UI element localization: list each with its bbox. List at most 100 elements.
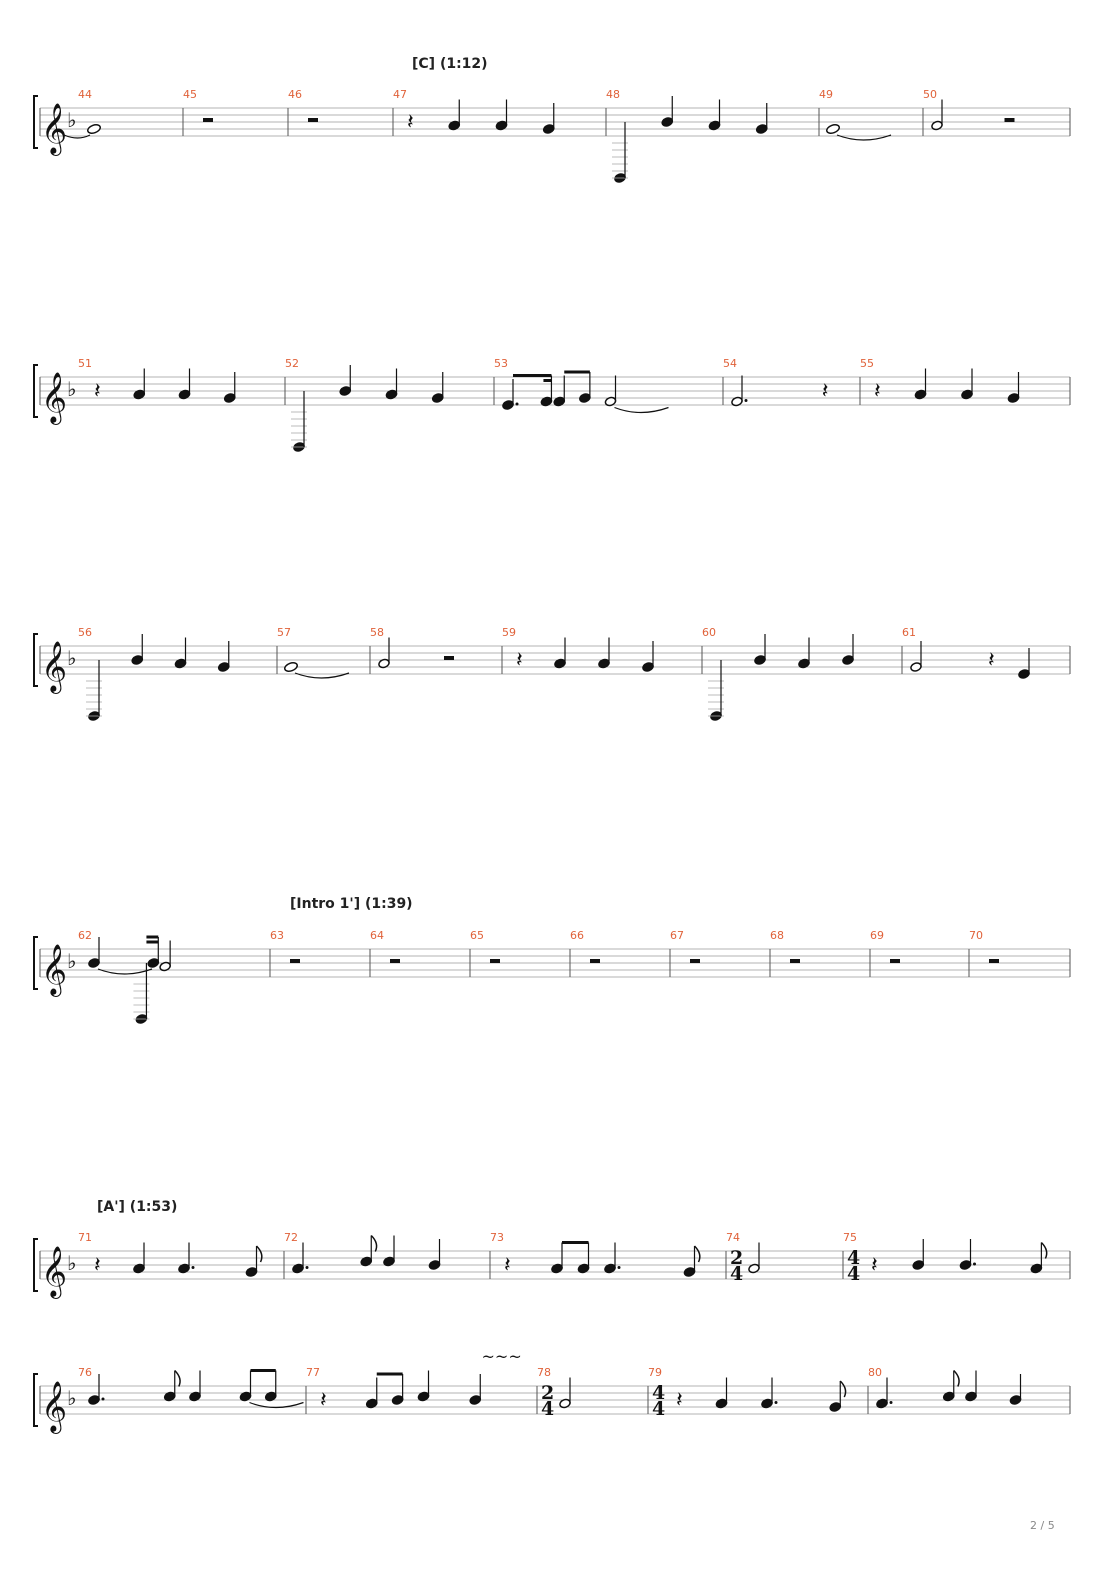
half-rest <box>790 959 800 963</box>
note-flag <box>693 1245 701 1263</box>
half-rest <box>1004 118 1015 122</box>
measure: 51𝄽 <box>78 357 236 404</box>
measure-number: 68 <box>770 929 784 942</box>
measure: 53 <box>494 357 669 414</box>
measure: 58 <box>370 626 454 669</box>
measure-number: 57 <box>277 626 291 639</box>
measure-number: 59 <box>502 626 516 639</box>
treble-clef-icon: 𝄞 <box>41 944 67 997</box>
notehead <box>88 1395 100 1405</box>
measure-number: 56 <box>78 626 92 639</box>
treble-clef-icon: 𝄞 <box>41 641 67 694</box>
augmentation-dot <box>774 1401 778 1404</box>
key-signature-flat-icon: ♭ <box>67 949 76 973</box>
measure: 44 <box>63 88 101 139</box>
measure-number: 53 <box>494 357 508 370</box>
notehead <box>579 393 591 403</box>
note-flag <box>370 1234 378 1252</box>
notehead <box>826 124 840 134</box>
measure-number: 60 <box>702 626 716 639</box>
note-flag <box>1040 1241 1048 1259</box>
measure-number: 70 <box>969 929 983 942</box>
measure: 72 <box>284 1231 441 1274</box>
notehead <box>88 958 100 968</box>
measure: 65 <box>470 929 500 963</box>
half-rest <box>590 959 600 963</box>
quarter-rest: 𝄽 <box>407 110 414 135</box>
notehead <box>431 393 444 403</box>
measure: 61 𝄽 <box>902 626 1030 679</box>
quarter-rest: 𝄽 <box>676 1388 683 1413</box>
measure-number: 46 <box>288 88 302 101</box>
key-signature-flat-icon: ♭ <box>67 1251 76 1275</box>
measure: 46 <box>288 88 318 122</box>
measure: 57 <box>277 626 350 679</box>
notehead <box>683 1267 696 1277</box>
measure-number: 72 <box>284 1231 298 1244</box>
treble-clef-icon: 𝄞 <box>41 1246 67 1299</box>
measure-number: 45 <box>183 88 197 101</box>
measure-number: 48 <box>606 88 620 101</box>
treble-clef-icon: 𝄞 <box>41 1381 67 1434</box>
measure-number: 52 <box>285 357 299 370</box>
notehead <box>147 958 160 968</box>
time-signature-bottom: 4 <box>730 1263 743 1285</box>
measure-number: 61 <box>902 626 916 639</box>
key-signature-flat-icon: ♭ <box>67 646 76 670</box>
measure-number: 44 <box>78 88 92 101</box>
measure-number: 58 <box>370 626 384 639</box>
notehead <box>754 655 766 665</box>
section-marker: [A'] (1:53) <box>97 1199 177 1215</box>
notehead <box>284 662 298 672</box>
measure-number: 80 <box>868 1366 882 1379</box>
measure-number: 71 <box>78 1231 92 1244</box>
system-bracket <box>33 1238 38 1292</box>
measure: 55𝄽 <box>860 357 1020 404</box>
quarter-rest: 𝄽 <box>320 1388 327 1413</box>
half-rest <box>444 656 454 660</box>
augmentation-dot <box>515 402 519 406</box>
notehead <box>959 1260 972 1270</box>
measure: 49 <box>819 88 892 141</box>
measure: 62 <box>78 929 171 1024</box>
measure: 73𝄽 <box>490 1231 701 1278</box>
measure-number: 67 <box>670 929 684 942</box>
measure-number: 78 <box>537 1366 551 1379</box>
measure: 69 <box>870 929 900 963</box>
tie <box>294 672 350 679</box>
measure-number: 55 <box>860 357 874 370</box>
measure: 47𝄽 <box>393 88 555 135</box>
quarter-rest: 𝄽 <box>988 648 995 673</box>
measure-number: 49 <box>819 88 833 101</box>
notehead <box>912 1260 925 1270</box>
measure-number: 64 <box>370 929 384 942</box>
measure: 71𝄽 <box>78 1231 263 1278</box>
measure: 67 <box>670 929 700 963</box>
measure: 66 <box>570 929 600 963</box>
measure: 45 <box>183 88 213 122</box>
time-signature-bottom: 4 <box>652 1398 665 1420</box>
notehead <box>223 393 236 403</box>
quarter-rest: 𝄽 <box>822 379 829 404</box>
treble-clef-icon: 𝄞 <box>41 103 67 156</box>
notehead <box>755 124 768 134</box>
measure-number: 76 <box>78 1366 92 1379</box>
notehead <box>339 386 352 396</box>
notehead <box>1018 669 1030 679</box>
augmentation-dot <box>191 1266 195 1269</box>
treble-clef-icon: 𝄞 <box>41 372 67 425</box>
notehead <box>910 662 922 672</box>
time-signature-top: 4 <box>847 1247 860 1269</box>
notehead <box>391 1395 404 1405</box>
staff-system: 𝄞♭56 57 58 59 𝄽 60 61 𝄽 <box>33 626 1071 721</box>
measure: 70 <box>969 929 999 963</box>
time-signature-top: 2 <box>541 1382 554 1404</box>
system-bracket <box>33 1373 38 1427</box>
tie <box>836 134 892 141</box>
key-signature-flat-icon: ♭ <box>67 108 76 132</box>
measure: 63 <box>270 929 300 963</box>
measure: 54𝄽 <box>723 357 828 407</box>
